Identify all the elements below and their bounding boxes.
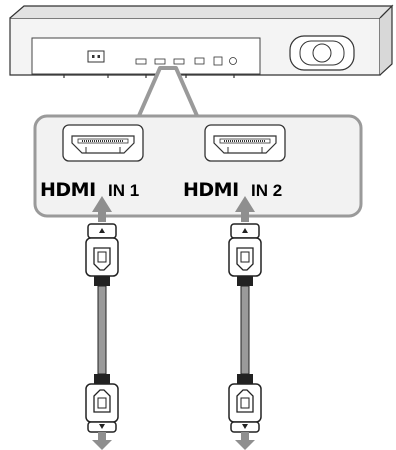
hdmi-port-1	[62, 124, 144, 162]
arrow-up-icon	[92, 196, 112, 222]
rear-ports	[135, 56, 237, 66]
port-label-2: IN 2	[251, 181, 282, 200]
hdmi-port-2	[204, 124, 286, 162]
port-label-1: IN 1	[108, 181, 139, 200]
callout-leader	[136, 66, 200, 119]
soundbar-unit	[9, 4, 394, 78]
hdmi-logo-1: HDMI	[40, 179, 96, 201]
rear-panel-recess	[31, 37, 261, 75]
arrow-down-icon	[235, 432, 255, 450]
arrow-up-icon	[235, 196, 255, 222]
power-socket-icon	[87, 50, 105, 63]
arrow-down-icon	[92, 432, 112, 450]
hdmi-cable-1	[85, 196, 119, 450]
hdmi-logo-2: HDMI	[183, 179, 239, 201]
hdmi-cable-2	[228, 196, 262, 450]
